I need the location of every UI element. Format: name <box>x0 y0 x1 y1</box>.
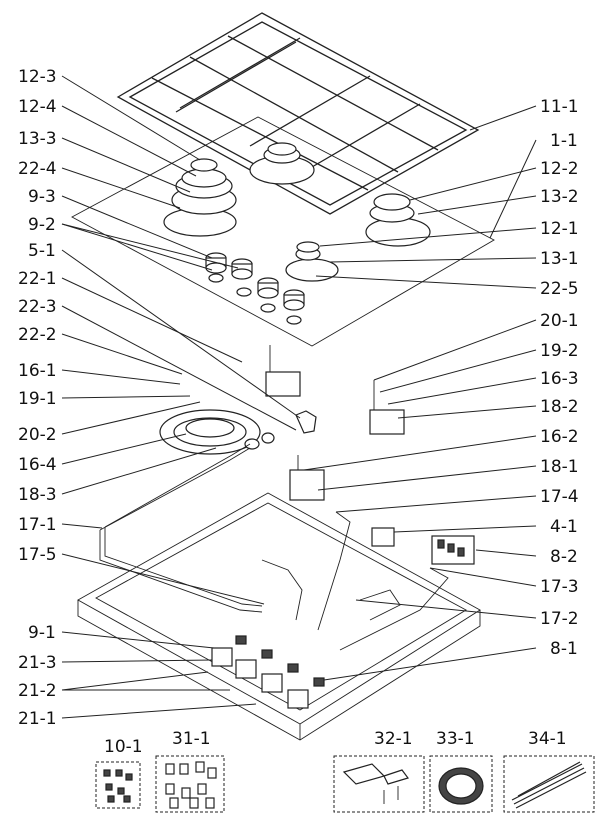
label-18-2: 18-2 <box>540 397 579 417</box>
label-16-1: 16-1 <box>18 361 57 381</box>
burner-right <box>365 193 431 247</box>
accessory-box-34-1 <box>503 755 595 813</box>
label-12-4: 12-4 <box>18 97 57 117</box>
label-17-4: 17-4 <box>540 487 579 507</box>
label-13-1: 13-1 <box>540 249 579 269</box>
label-13-2: 13-2 <box>540 187 579 207</box>
label-32-1: 32-1 <box>374 729 413 749</box>
label-17-2: 17-2 <box>540 609 579 629</box>
pan-support-grates <box>116 12 480 215</box>
burner-bodies <box>159 345 405 501</box>
labels-right: 11-1 1-1 12-2 13-2 12-1 13-1 22-5 20-1 1… <box>540 97 579 659</box>
label-11-1: 11-1 <box>540 97 579 117</box>
accessory-box-10-1 <box>95 761 141 809</box>
ignition-unit <box>371 527 395 547</box>
label-17-1: 17-1 <box>18 515 57 535</box>
small-burner <box>285 241 339 282</box>
label-9-2: 9-2 <box>28 215 56 235</box>
labels-left: 12-3 12-4 13-3 22-4 9-3 9-2 5-1 22-1 22-… <box>18 67 57 729</box>
control-knobs <box>205 252 305 325</box>
label-22-2: 22-2 <box>18 325 57 345</box>
gas-valves <box>211 635 325 709</box>
label-12-2: 12-2 <box>540 159 579 179</box>
label-22-5: 22-5 <box>540 279 579 299</box>
accessory-box-33-1 <box>429 755 493 813</box>
label-5-1: 5-1 <box>28 241 56 261</box>
label-8-2: 8-2 <box>550 547 578 567</box>
label-22-3: 22-3 <box>18 297 57 317</box>
label-9-1: 9-1 <box>28 623 56 643</box>
label-17-5: 17-5 <box>18 545 57 565</box>
label-17-3: 17-3 <box>540 577 579 597</box>
label-8-1: 8-1 <box>550 639 578 659</box>
label-19-2: 19-2 <box>540 341 579 361</box>
label-20-1: 20-1 <box>540 311 579 331</box>
label-18-3: 18-3 <box>18 485 57 505</box>
leader-lines-left <box>61 75 301 719</box>
label-12-3: 12-3 <box>18 67 57 87</box>
label-12-1: 12-1 <box>540 219 579 239</box>
leader-lines-right <box>303 105 537 681</box>
label-21-3: 21-3 <box>18 653 57 673</box>
accessory-box-31-1 <box>155 755 225 813</box>
label-18-1: 18-1 <box>540 457 579 477</box>
accessory-box-32-1 <box>333 755 425 813</box>
label-31-1: 31-1 <box>172 729 211 749</box>
label-33-1: 33-1 <box>436 729 475 749</box>
label-4-1: 4-1 <box>550 517 578 537</box>
label-1-1: 1-1 <box>550 131 578 151</box>
base-tray <box>77 492 481 741</box>
label-34-1: 34-1 <box>528 729 567 749</box>
label-16-3: 16-3 <box>540 369 579 389</box>
burner-center <box>249 142 315 185</box>
hob-top-plate <box>71 116 495 347</box>
label-21-2: 21-2 <box>18 681 57 701</box>
label-20-2: 20-2 <box>18 425 57 445</box>
label-21-1: 21-1 <box>18 709 57 729</box>
gas-pipes <box>99 443 449 651</box>
label-22-4: 22-4 <box>18 159 57 179</box>
large-burner-left <box>163 158 237 237</box>
terminal-block <box>431 535 475 565</box>
label-9-3: 9-3 <box>28 187 56 207</box>
label-16-4: 16-4 <box>18 455 57 475</box>
label-16-2: 16-2 <box>540 427 579 447</box>
label-10-1: 10-1 <box>104 737 143 757</box>
label-13-3: 13-3 <box>18 129 57 149</box>
label-22-1: 22-1 <box>18 269 57 289</box>
label-19-1: 19-1 <box>18 389 57 409</box>
labels-bottom: 10-1 31-1 32-1 33-1 34-1 <box>104 729 567 757</box>
